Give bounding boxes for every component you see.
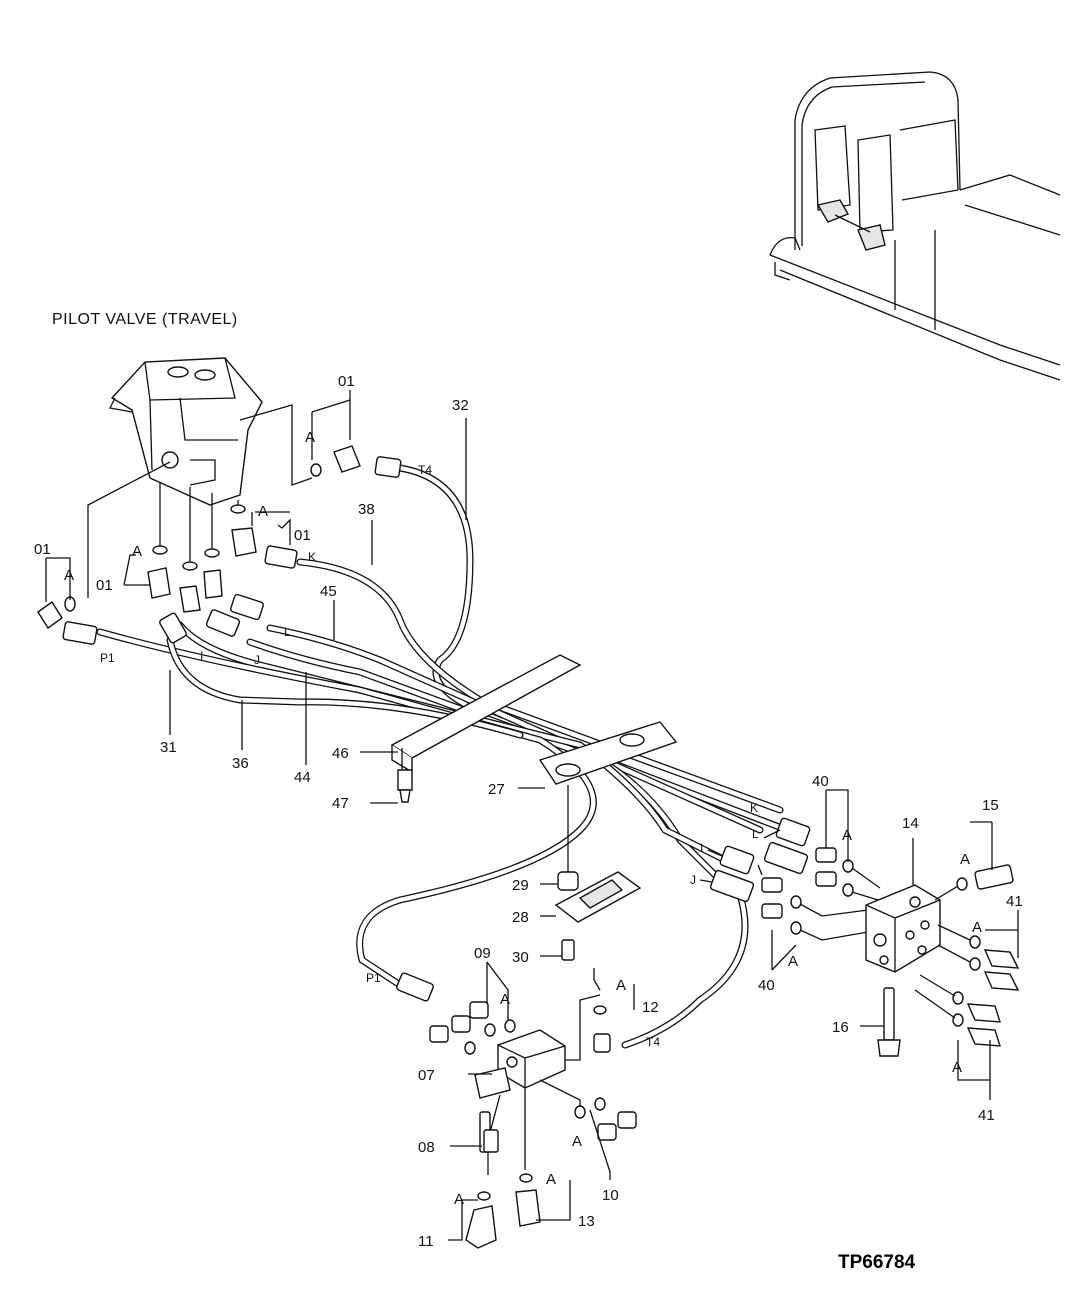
callout-30: 30 xyxy=(512,949,529,966)
spacer-pad-bolt xyxy=(554,785,642,961)
callout-38: 38 xyxy=(358,501,375,518)
callout-07: 07 xyxy=(418,1067,435,1084)
callout-41-bottom: 41 xyxy=(978,1107,995,1124)
hose-tag-t4: T4 xyxy=(418,463,432,477)
callout-11: 11 xyxy=(418,1233,434,1250)
callout-29: 29 xyxy=(512,877,529,894)
detail-tag-a: A xyxy=(972,919,982,936)
detail-tags: A A A A A A A A A A A A A A xyxy=(64,429,982,1208)
callout-40-bottom: 40 xyxy=(758,977,775,994)
bolt-16 xyxy=(877,987,901,1057)
callout-44: 44 xyxy=(294,769,311,786)
detail-tag-a: A xyxy=(258,503,268,520)
callout-27: 27 xyxy=(488,781,505,798)
hose-tag-p1: P1 xyxy=(100,651,115,665)
detail-tag-a: A xyxy=(500,991,510,1008)
detail-tag-a: A xyxy=(952,1059,962,1076)
callout-brackets xyxy=(45,390,1019,1241)
hose-tag-t4-bottom: T4 xyxy=(646,1035,660,1049)
detail-tag-a: A xyxy=(572,1133,582,1150)
callout-13: 13 xyxy=(578,1213,595,1230)
detail-tag-a: A xyxy=(788,953,798,970)
detail-tag-a: A xyxy=(132,543,142,560)
callout-01-mid: 01 xyxy=(294,527,311,544)
callout-12: 12 xyxy=(642,999,659,1016)
detail-tag-a: A xyxy=(64,567,74,584)
callout-16: 16 xyxy=(832,1019,849,1036)
hose-tag-i-right: I xyxy=(700,841,703,855)
callout-09: 09 xyxy=(474,945,491,962)
hose-tag-j-right: J xyxy=(690,873,696,887)
hose-bundle xyxy=(96,464,804,1049)
diagram-title: PILOT VALVE (TRAVEL) xyxy=(52,311,238,328)
hose-tag-i: I xyxy=(200,649,203,663)
valve-block-14 xyxy=(865,838,941,973)
hose-fittings-top xyxy=(62,456,402,645)
callout-15: 15 xyxy=(982,797,999,814)
callout-45: 45 xyxy=(320,583,337,600)
fitting-15 xyxy=(934,864,1014,901)
o-rings-pilot xyxy=(64,463,322,612)
detail-tag-a: A xyxy=(616,977,626,994)
hose-tag-j: J xyxy=(254,653,260,667)
callout-40-top: 40 xyxy=(812,773,829,790)
hose-tag-l-right: L xyxy=(752,827,759,841)
detail-tag-a: A xyxy=(454,1191,464,1208)
callout-01-left: 01 xyxy=(34,541,51,558)
hose-tag-l: L xyxy=(284,625,291,639)
pilot-valve-body xyxy=(109,357,263,506)
hose-tag-p1-bottom: P1 xyxy=(366,971,381,985)
callout-10: 10 xyxy=(602,1187,619,1204)
lower-fittings xyxy=(396,972,637,1249)
detail-tag-a: A xyxy=(546,1171,556,1188)
callout-01-top: 01 xyxy=(338,373,355,390)
callout-28: 28 xyxy=(512,909,529,926)
elbow-fittings-01 xyxy=(37,445,361,630)
callout-31: 31 xyxy=(160,739,177,756)
callout-32: 32 xyxy=(452,397,469,414)
callout-47: 47 xyxy=(332,795,349,812)
support-crossbar xyxy=(390,654,678,785)
detail-tag-a: A xyxy=(842,827,852,844)
elbows-41 xyxy=(914,924,1020,1047)
callout-36: 36 xyxy=(232,755,249,772)
hose-tag-k-right: K xyxy=(750,801,758,815)
callout-14: 14 xyxy=(902,815,919,832)
callout-numbers: 01 32 38 01 45 01 01 31 36 44 46 47 27 2… xyxy=(34,373,1023,1250)
bracket-bolt xyxy=(397,769,413,803)
lower-valve-07 xyxy=(474,994,601,1175)
detail-tag-a: A xyxy=(305,429,315,446)
drawing-code: TP66784 xyxy=(838,1252,916,1273)
callout-01-left2: 01 xyxy=(96,577,113,594)
adapters-40 xyxy=(761,847,881,941)
excavator-locator-inset xyxy=(769,71,1061,381)
detail-tag-a: A xyxy=(960,851,970,868)
callout-41-top: 41 xyxy=(1006,893,1023,910)
hose-port-tags: T4 K L J I P1 K L I J P1 T4 xyxy=(100,463,759,1049)
callout-46: 46 xyxy=(332,745,349,762)
callout-08: 08 xyxy=(418,1139,435,1156)
hose-tag-k: K xyxy=(308,550,316,564)
hose-fittings-right xyxy=(709,817,811,903)
